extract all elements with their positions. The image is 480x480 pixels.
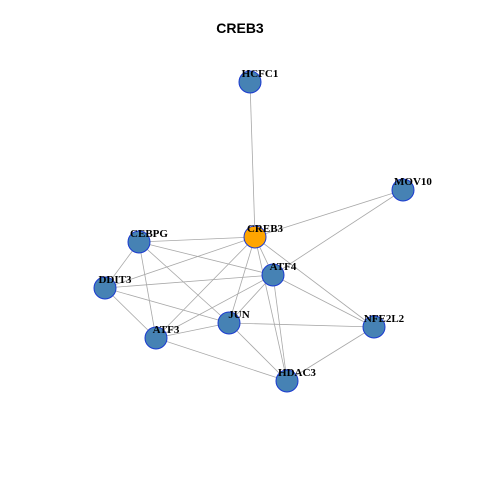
- edge-atf3-hdac3: [155, 337, 288, 382]
- node-circle-ddit3[interactable]: [93, 276, 117, 300]
- edge-atf4-atf3: [155, 274, 274, 339]
- node-label-nfe2l2: NFE2L2: [364, 313, 405, 325]
- edge-atf4-ddit3: [104, 274, 274, 289]
- node-label-jun: JUN: [228, 309, 249, 321]
- edge-cebpg-atf3: [138, 241, 157, 339]
- edge-creb3-ddit3: [104, 236, 256, 289]
- edge-creb3-nfe2l2: [254, 236, 375, 328]
- edge-creb3-hdac3: [254, 236, 288, 382]
- node-mov10[interactable]: MOV10: [391, 176, 432, 202]
- edge-jun-atf3: [155, 322, 230, 339]
- node-label-mov10: MOV10: [394, 176, 432, 188]
- node-circle-hcfc1[interactable]: [238, 70, 262, 94]
- node-atf4[interactable]: ATF4: [261, 261, 297, 287]
- edge-jun-nfe2l2: [228, 322, 375, 328]
- node-circle-atf4[interactable]: [261, 263, 285, 287]
- node-hdac3[interactable]: HDAC3: [275, 367, 316, 393]
- node-circle-hdac3[interactable]: [275, 369, 299, 393]
- node-creb3[interactable]: CREB3: [243, 223, 284, 249]
- node-nfe2l2[interactable]: NFE2L2: [362, 313, 405, 339]
- node-label-ddit3: DDIT3: [98, 274, 132, 286]
- node-hcfc1[interactable]: HCFC1: [238, 68, 279, 94]
- node-ddit3[interactable]: DDIT3: [93, 274, 132, 300]
- edge-ddit3-atf3: [104, 287, 157, 339]
- edge-mov10-creb3: [254, 189, 404, 238]
- edge-atf4-hdac3: [272, 274, 288, 382]
- edge-jun-hdac3: [228, 322, 288, 382]
- edge-creb3-cebpg: [138, 236, 256, 243]
- edge-cebpg-jun: [138, 241, 230, 324]
- edge-creb3-jun: [228, 236, 256, 324]
- node-jun[interactable]: JUN: [217, 309, 250, 335]
- node-circle-mov10[interactable]: [391, 178, 415, 202]
- node-label-creb3: CREB3: [247, 223, 284, 235]
- node-label-hdac3: HDAC3: [278, 367, 316, 379]
- graph-title: CREB3: [216, 20, 264, 36]
- node-cebpg[interactable]: CEBPG: [127, 228, 168, 254]
- node-circle-cebpg[interactable]: [127, 230, 151, 254]
- node-circle-jun[interactable]: [217, 311, 241, 335]
- edge-hcfc1-creb3: [249, 81, 256, 238]
- node-label-cebpg: CEBPG: [130, 228, 168, 240]
- node-circle-nfe2l2[interactable]: [362, 315, 386, 339]
- edge-ddit3-jun: [104, 287, 230, 324]
- edge-nfe2l2-hdac3: [286, 326, 375, 382]
- edge-mov10-atf4: [272, 189, 404, 276]
- edge-creb3-atf3: [155, 236, 256, 339]
- node-circle-creb3[interactable]: [243, 225, 267, 249]
- node-atf3[interactable]: ATF3: [144, 324, 180, 350]
- node-circle-atf3[interactable]: [144, 326, 168, 350]
- node-label-hcfc1: HCFC1: [242, 68, 279, 80]
- node-label-atf3: ATF3: [153, 324, 180, 336]
- edge-cebpg-atf4: [138, 241, 274, 276]
- edge-atf4-nfe2l2: [272, 274, 375, 328]
- node-label-atf4: ATF4: [270, 261, 297, 273]
